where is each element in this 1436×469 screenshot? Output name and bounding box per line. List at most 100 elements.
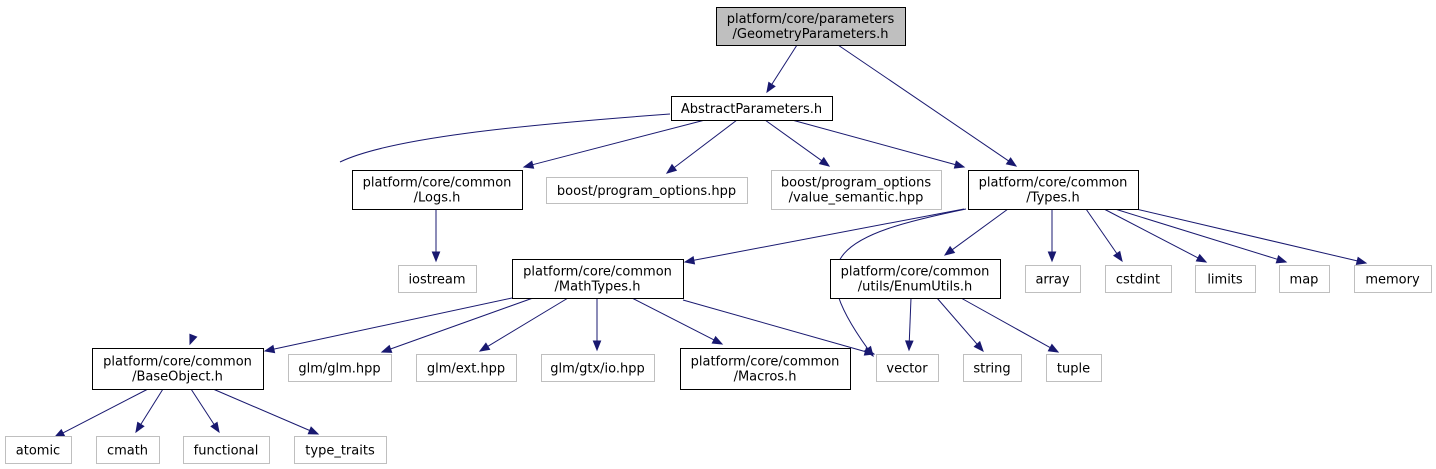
node-abstract-parameters[interactable]: AbstractParameters.h [671,96,833,121]
edge-layer [53,44,1368,438]
node-label-line1: platform/core/common [103,355,252,370]
node-label-line1: platform/core/common [363,176,512,191]
node-cmath[interactable]: cmath [96,436,160,464]
node-box [541,354,655,382]
node-value-semantic[interactable]: boost/program_options/value_semantic.hpp [771,170,942,210]
edge-geometry-parameters-to-abstract-parameters [766,44,798,94]
edge-abstract-parameters-to-logs [522,119,706,169]
node-box [1354,265,1432,293]
node-box [1046,354,1102,382]
node-label-line1: platform/core/parameters [727,12,895,27]
node-array[interactable]: array [1025,265,1081,293]
node-label-line2: /utils/EnumUtils.h [858,280,972,295]
node-layer: platform/core/parameters/GeometryParamet… [5,7,1432,464]
node-label: map [1290,273,1319,288]
node-label-line2: /value_semantic.hpp [789,191,924,206]
node-label: cstdint [1116,273,1160,288]
edge-base-object-to-cmath [135,388,164,434]
node-label: AbstractParameters.h [681,102,822,117]
node-base-object[interactable]: platform/core/common/BaseObject.h [92,348,264,390]
node-atomic[interactable]: atomic [5,436,72,464]
edge-math-types-to-glm [380,297,534,353]
node-program-options[interactable]: boost/program_options.hpp [546,177,748,204]
node-label: memory [1365,273,1420,288]
edge-math-types-to-glm-ext [478,297,569,352]
edge-types-to-map [1114,208,1288,264]
edge-types-to-array [1047,209,1057,263]
node-type-traits[interactable]: type_traits [294,436,387,464]
node-box [1195,265,1256,293]
edge-abstract-parameters-to-types [791,119,966,169]
edge-enum-utils-to-vector [904,297,914,352]
edge-enum-utils-to-tuple [960,297,1060,353]
node-label-line1: platform/core/common [841,265,990,280]
edge-types-to-enum-utils [943,208,1009,256]
edge-math-types-to-vector [682,299,876,356]
node-box [680,348,851,390]
node-enum-utils[interactable]: platform/core/common/utils/EnumUtils.h [830,259,1001,299]
edge-math-types-to-base-object [263,297,513,354]
node-label: vector [886,362,928,377]
edge-base-object-to-type-traits [212,388,320,435]
node-vector[interactable]: vector [876,354,939,382]
node-glm-gtx-io[interactable]: glm/gtx/io.hpp [541,354,655,382]
node-string[interactable]: string [963,354,1022,382]
node-tuple[interactable]: tuple [1046,354,1102,382]
edge-geometry-parameters-to-types [837,44,1018,167]
node-label-line2: /BaseObject.h [132,370,223,385]
node-label: iostream [408,273,465,288]
node-box [512,259,684,299]
node-box [1105,265,1172,293]
node-box [398,265,477,293]
node-box [876,354,939,382]
node-iostream[interactable]: iostream [398,265,477,293]
node-cstdint[interactable]: cstdint [1105,265,1172,293]
node-functional[interactable]: functional [183,436,270,464]
node-box [288,354,392,382]
node-label: tuple [1057,362,1090,377]
node-box [5,436,72,464]
node-memory[interactable]: memory [1354,265,1432,293]
node-label: array [1035,273,1069,288]
node-glm-ext[interactable]: glm/ext.hpp [416,354,517,382]
node-box [183,436,270,464]
node-box [1025,265,1081,293]
edge-abstract-parameters-to-base-object [189,113,671,346]
node-math-types[interactable]: platform/core/common/MathTypes.h [512,259,684,299]
edge-math-types-to-glm-gtx-io [592,298,602,352]
node-label-line2: /Macros.h [734,370,797,385]
node-label: boost/program_options.hpp [557,184,736,199]
node-label: atomic [16,444,60,459]
node-box [96,436,160,464]
node-box [294,436,387,464]
node-label: cmath [107,444,148,459]
node-logs[interactable]: platform/core/common/Logs.h [352,170,523,210]
node-types[interactable]: platform/core/common/Types.h [968,170,1139,210]
node-label: glm/gtx/io.hpp [550,362,645,377]
edge-types-to-memory [1135,208,1368,266]
node-geometry-parameters[interactable]: platform/core/parameters/GeometryParamet… [716,7,906,46]
node-label: type_traits [305,444,375,459]
node-macros[interactable]: platform/core/common/Macros.h [680,348,851,390]
node-label: glm/glm.hpp [298,362,380,377]
node-label-line1: platform/core/common [979,176,1128,191]
edge-types-to-limits [1103,208,1208,263]
node-map[interactable]: map [1279,265,1330,293]
node-label-line1: platform/core/common [691,355,840,370]
node-label-line1: platform/core/common [523,265,672,280]
edge-logs-to-iostream [431,209,441,263]
node-label-line1: boost/program_options [781,176,932,191]
node-glm[interactable]: glm/glm.hpp [288,354,392,382]
node-box [771,170,942,210]
edge-abstract-parameters-to-program-options [665,119,738,174]
node-box [716,7,906,46]
node-label-line2: /Types.h [1026,191,1079,206]
node-box [968,170,1139,210]
node-box [352,170,523,210]
node-box [1279,265,1330,293]
node-box [830,259,1001,299]
node-limits[interactable]: limits [1195,265,1256,293]
edge-enum-utils-to-string [936,297,984,353]
node-label: string [973,362,1010,377]
